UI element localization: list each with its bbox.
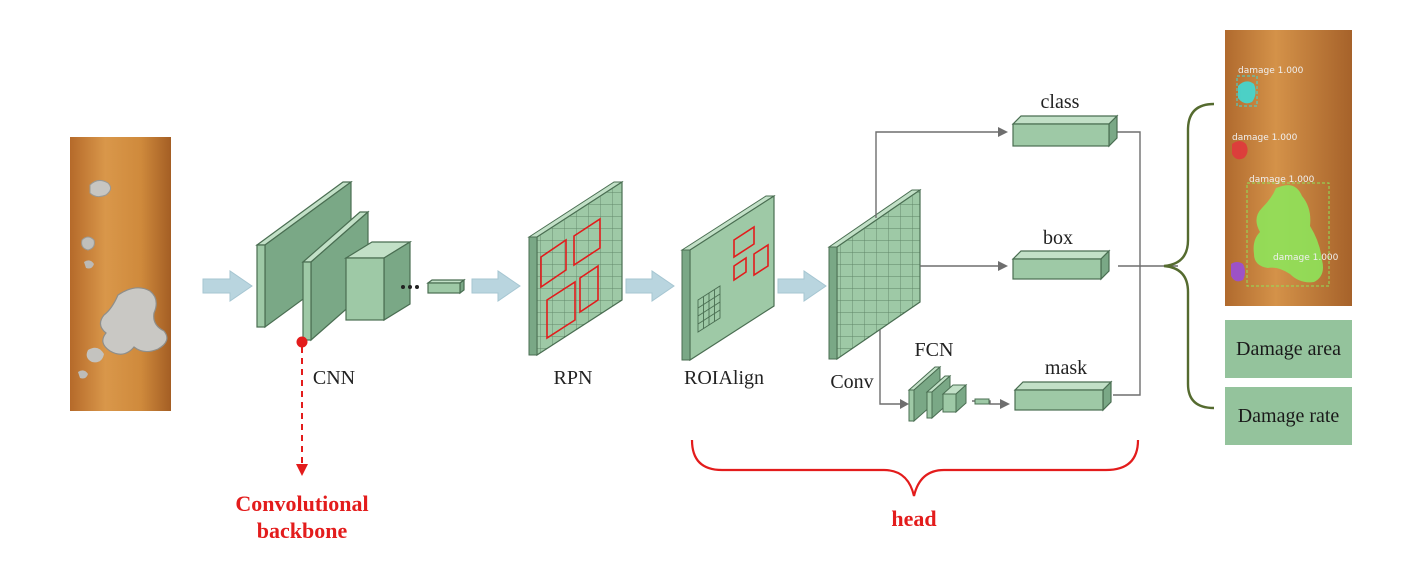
input-image — [70, 137, 171, 411]
class-label: class — [1041, 91, 1080, 113]
damage-rate-label: Damage rate — [1237, 404, 1340, 427]
detection-label-2: damage 1.000 — [1232, 133, 1298, 143]
box-block — [1011, 249, 1111, 281]
flow-arrows — [202, 270, 827, 302]
rpn-feature-map — [527, 180, 624, 357]
detection-mask-purple — [1231, 262, 1245, 282]
output-bracket — [1163, 102, 1215, 410]
connector-arrowheads — [900, 127, 1010, 409]
fcn-blocks — [907, 365, 990, 423]
detection-mask-red — [1232, 141, 1248, 160]
cnn-label: CNN — [313, 367, 355, 389]
roialign-feature-map — [680, 194, 776, 362]
detection-label-1: damage 1.000 — [1238, 66, 1304, 76]
flow-arrow-2 — [471, 270, 521, 302]
damage-patch-3 — [84, 260, 94, 269]
backbone-label-line1: Convolutional — [235, 491, 368, 516]
damage-rate-box — [1225, 387, 1352, 445]
damage-patch-6 — [78, 370, 88, 379]
class-block — [1011, 114, 1119, 148]
damage-patch-1 — [89, 179, 112, 198]
rpn-label: RPN — [554, 367, 593, 389]
cnn-blocks — [255, 180, 466, 342]
damage-patch-2 — [81, 236, 95, 251]
roi-pooled-grid — [697, 285, 721, 333]
roialign-label: ROIAlign — [684, 367, 764, 389]
flow-arrow-4 — [777, 270, 827, 302]
mask-block — [1013, 380, 1113, 412]
fcn-label: FCN — [915, 339, 954, 361]
damage-area-label: Damage area — [1236, 337, 1341, 360]
flow-arrow-3 — [625, 270, 675, 302]
output-image: damage 1.000 damage 1.000 damage 1.000 d… — [1225, 30, 1352, 306]
damage-area-box — [1225, 320, 1352, 378]
head-bracket — [690, 439, 1140, 497]
detection-label-3: damage 1.000 — [1249, 175, 1315, 185]
head-label: head — [891, 506, 936, 531]
detection-mask-cyan — [1238, 81, 1256, 104]
detection-label-4: damage 1.000 — [1273, 253, 1339, 263]
rpn-anchor-boxes — [540, 217, 601, 340]
damage-patch-5 — [86, 347, 104, 363]
box-label: box — [1043, 227, 1073, 249]
conv-label: Conv — [830, 371, 873, 393]
roi-boxes — [733, 225, 769, 282]
detection-mask-green — [1253, 185, 1323, 283]
backbone-label-line2: backbone — [257, 518, 348, 543]
damage-patch-4 — [99, 287, 168, 355]
mask-label: mask — [1045, 357, 1087, 379]
conv-feature-map — [827, 188, 922, 361]
ellipsis-dots — [401, 285, 419, 289]
backbone-indicator — [296, 336, 308, 476]
flow-arrow-1 — [202, 270, 253, 302]
